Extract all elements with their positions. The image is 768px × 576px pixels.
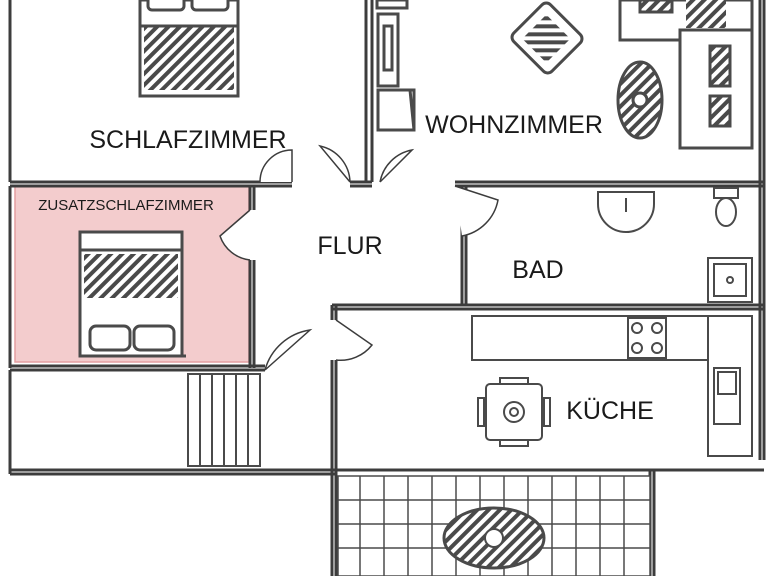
room-label-flur: FLUR xyxy=(317,232,382,260)
bed-zusatzschlafzimmer xyxy=(78,230,186,358)
room-label-schlafzimmer: SCHLAFZIMMER xyxy=(89,126,286,154)
room-label-kueche: KÜCHE xyxy=(566,397,654,425)
stairs xyxy=(187,373,261,467)
terrace xyxy=(337,475,651,576)
bad-fixtures xyxy=(597,187,753,303)
bed-schlafzimmer xyxy=(138,0,240,98)
wohnzimmer-furniture xyxy=(375,0,754,150)
walls xyxy=(8,0,766,576)
room-label-wohnzimmer: WOHNZIMMER xyxy=(425,111,603,139)
room-label-zusatzschlafzimmer: ZUSATZSCHLAFZIMMER xyxy=(38,197,214,214)
kueche-fixtures xyxy=(471,315,753,457)
doors xyxy=(219,144,499,371)
room-label-bad: BAD xyxy=(512,256,563,284)
